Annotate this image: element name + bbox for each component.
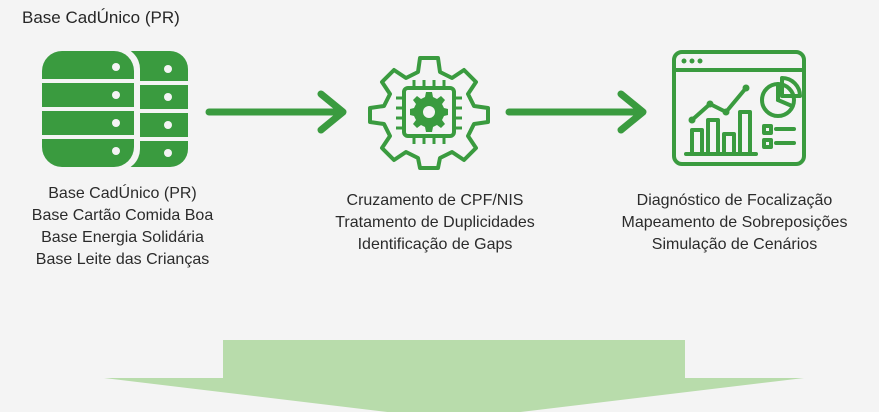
stage-2-line: Tratamento de Duplicidades: [335, 214, 535, 231]
database-icon: [36, 47, 190, 171]
top-label: Base CadÚnico (PR): [22, 8, 180, 27]
stage-1-text: Base CadÚnico (PR) Base Cartão Comida Bo…: [0, 183, 245, 271]
stage-3-line: Diagnóstico de Focalização: [636, 192, 833, 209]
arrow-right-icon: [505, 90, 647, 134]
stage-2-text: Cruzamento de CPF/NIS Tratamento de Dupl…: [295, 190, 575, 256]
stage-1-line: Base Cartão Comida Boa: [31, 207, 214, 224]
stage-2-line: Cruzamento de CPF/NIS: [346, 192, 524, 209]
stage-3-text: Diagnóstico de Focalização Mapeamento de…: [590, 190, 879, 256]
analytics-dashboard-icon: [672, 50, 806, 166]
stage-1-line: Base Energia Solidária: [41, 229, 204, 246]
stage-1-line: Base CadÚnico (PR): [48, 185, 197, 202]
gear-chip-icon: [368, 56, 490, 170]
stage-3-line: Mapeamento de Sobreposições: [621, 214, 848, 231]
stage-2-line: Identificação de Gaps: [357, 236, 513, 253]
stage-1-line: Base Leite das Crianças: [35, 251, 210, 268]
arrow-right-icon: [205, 90, 347, 134]
stage-3-line: Simulação de Cenários: [651, 236, 818, 253]
